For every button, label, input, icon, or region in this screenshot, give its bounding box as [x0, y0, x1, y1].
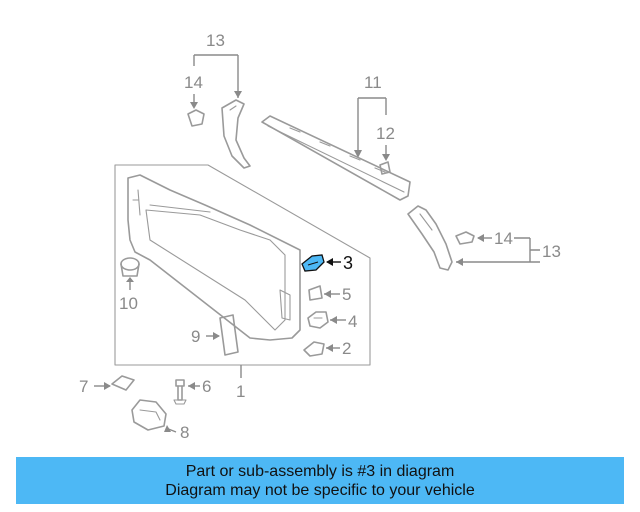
arrow-14-right: [477, 234, 484, 242]
arrow-13-top: [234, 91, 242, 98]
callout-12: 12: [376, 124, 395, 143]
callout-14-right: 14: [494, 229, 513, 248]
part-13-pillar-trim-left: [221, 99, 251, 169]
banner-line-1: Part or sub-assembly is #3 in diagram: [185, 462, 455, 480]
callout-11: 11: [364, 73, 382, 92]
callout-1: 1: [236, 382, 245, 401]
callout-5: 5: [342, 285, 351, 304]
callout-8: 8: [180, 423, 189, 442]
assembly-1-outline: [114, 164, 371, 366]
callout-13-right: 13: [542, 242, 561, 261]
part-5-clip: [308, 285, 340, 301]
arrow-12: [382, 154, 390, 161]
info-banner: Part or sub-assembly is #3 in diagram Di…: [16, 457, 624, 504]
leader-11: [357, 97, 387, 156]
arrow-14-top: [190, 102, 198, 109]
part-13-pillar-trim-right: [407, 205, 453, 271]
part-8-bracket: [131, 399, 177, 433]
callout-9: 9: [191, 327, 200, 346]
arrow-13-right: [456, 258, 463, 266]
part-7-clip: [94, 375, 135, 391]
callout-3: 3: [343, 253, 353, 273]
part-11-spoiler-trim: [261, 115, 411, 201]
part-6-screw: [173, 379, 200, 405]
callout-7: 7: [79, 377, 88, 396]
callout-13-top: 13: [206, 31, 225, 50]
part-2-clip: [303, 341, 340, 357]
callout-14-top: 14: [184, 73, 203, 92]
banner-line-2: Diagram may not be specific to your vehi…: [165, 481, 475, 499]
part-3-clip: [301, 254, 341, 272]
callout-4: 4: [348, 312, 357, 331]
callout-2: 2: [342, 339, 351, 358]
part-10-clip: [120, 257, 140, 290]
leader-13-right: [456, 237, 540, 263]
leader-13-top: [193, 54, 239, 98]
part-14-clip-top: [187, 109, 205, 127]
callout-10: 10: [119, 294, 138, 313]
part-9-cover: [206, 314, 239, 356]
arrow-11: [354, 150, 362, 158]
part-14-clip-right: [455, 231, 475, 245]
callout-6: 6: [202, 377, 211, 396]
trim-panel-1: [127, 174, 301, 341]
part-4-clip: [307, 311, 346, 329]
